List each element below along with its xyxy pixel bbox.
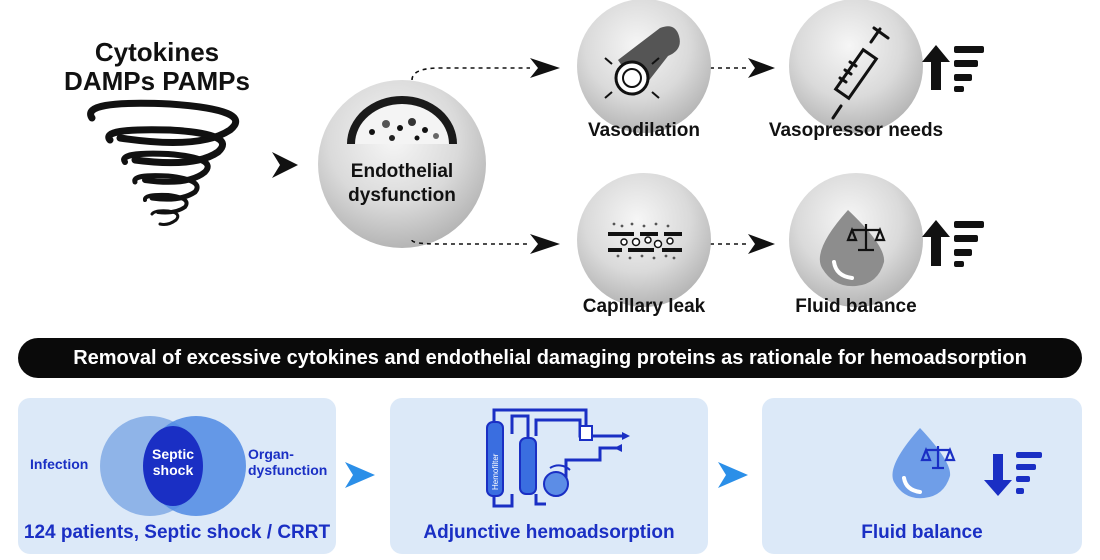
circuit-icon: Hemofilter	[486, 408, 630, 508]
drop-scale-icon	[892, 428, 956, 499]
arrow-head	[748, 58, 775, 78]
patients-panel: Infection Organ- dysfunction Septic shoc…	[18, 398, 336, 554]
organ-dysfunction-label: Organ- dysfunction	[248, 446, 327, 478]
chevron-right-icon	[718, 462, 748, 488]
hemofilter-text: Hemofilter	[491, 453, 500, 490]
vasopressor-label: Vasopressor needs	[768, 120, 944, 141]
connector-lines	[411, 67, 748, 245]
endothelial-line-1: Endothelial	[350, 161, 454, 182]
septic-shock-circle	[143, 426, 203, 506]
result-panel: Fluid balance	[762, 398, 1082, 554]
drop-scale-icon	[819, 210, 886, 287]
endothelial-line-2: dysfunction	[348, 184, 456, 206]
increase-icon	[922, 220, 984, 267]
patients-caption: 124 patients, Septic shock / CRRT	[23, 522, 331, 543]
hemoadsorption-caption: Adjunctive hemoadsorption	[423, 522, 675, 543]
cytokines-title: Cytokines DAMPs PAMPs	[52, 38, 262, 95]
decrease-icon	[984, 452, 1042, 496]
title-line-2: DAMPs PAMPs	[64, 65, 250, 96]
capillary-leak-sphere	[577, 173, 711, 307]
result-icons	[892, 428, 1042, 499]
vessel-section-icon	[347, 96, 457, 144]
arrow-head	[530, 234, 560, 254]
result-caption: Fluid balance	[861, 522, 983, 543]
arrow-head	[748, 234, 775, 254]
organ-line-1: Organ-	[248, 446, 294, 462]
venn-diagram	[100, 416, 246, 516]
organ-line-2: dysfunction	[248, 462, 328, 479]
fluid-balance-label: Fluid balance	[795, 296, 917, 317]
mechanism-diagram	[87, 0, 984, 307]
tornado-icon	[87, 99, 240, 226]
infection-label: Infection	[30, 456, 89, 472]
capillary-leak-icon	[608, 222, 682, 260]
arrow-head	[272, 152, 298, 178]
arrow-head	[530, 58, 560, 78]
vessel-icon	[604, 26, 680, 99]
chevron-right-icon	[345, 462, 375, 488]
septic-line-2: shock	[152, 462, 194, 479]
hemoadsorption-panel: Hemofilter Adjunctive hemoadsorption	[390, 398, 708, 554]
septic-line-1: Septic	[151, 446, 194, 462]
vasodilation-label: Vasodilation	[588, 120, 700, 141]
septic-shock-label: Septic shock	[143, 446, 203, 478]
increase-icon	[922, 45, 984, 92]
endothelial-label: Endothelial dysfunction	[322, 160, 482, 208]
rationale-banner: Removal of excessive cytokines and endot…	[18, 338, 1082, 378]
capillary-leak-label: Capillary leak	[582, 296, 706, 317]
title-line-1: Cytokines	[94, 37, 220, 67]
syringe-icon	[831, 26, 890, 120]
